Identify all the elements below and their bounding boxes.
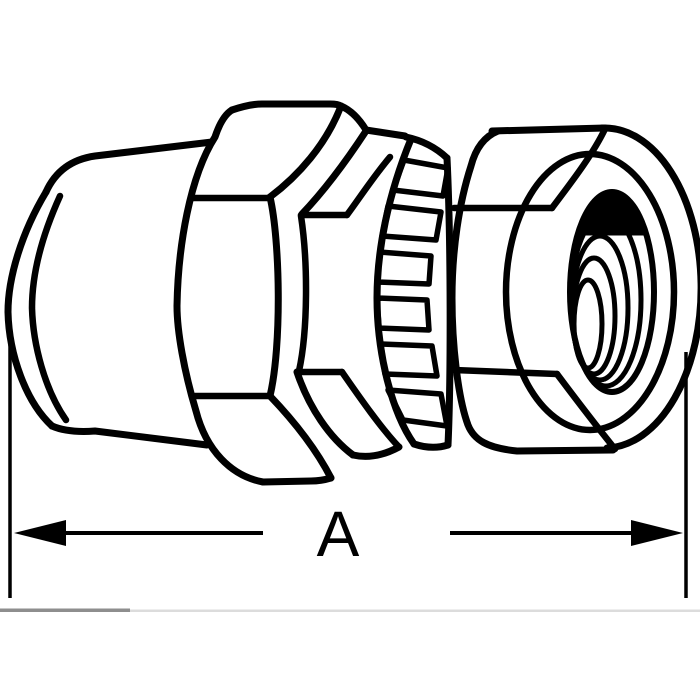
dimension-label: A — [317, 498, 360, 570]
horizontal-scrollbar — [0, 608, 700, 613]
large-hex-corner-to-small-hex — [337, 102, 370, 134]
bore-shadow-crescent — [576, 191, 648, 236]
compression-nut — [448, 124, 700, 455]
cap-fill — [8, 142, 212, 445]
ring-outer-arc — [373, 135, 418, 448]
small-hex-top-left-edge — [298, 127, 370, 218]
dimension-annotation: A — [8, 345, 688, 598]
cap-inner-arc — [28, 192, 70, 424]
ring-bottom-edge — [410, 440, 452, 451]
ring-top-edge — [402, 133, 451, 162]
nut-bottom-right-edge — [553, 370, 619, 453]
cap-bottom-slope — [48, 422, 211, 449]
ring-tooth — [374, 249, 434, 287]
arrowhead-left — [14, 520, 66, 546]
collet-cap — [4, 138, 216, 449]
ring-tooth — [378, 341, 440, 379]
body-hex-small — [282, 104, 413, 460]
small-hex-bottom-edge — [349, 443, 403, 460]
scrollbar-thumb[interactable] — [0, 608, 130, 613]
nut-top-right-edge — [548, 125, 609, 212]
small-hex-bottom-left-edge — [293, 368, 357, 459]
cap-outer-arc — [4, 188, 56, 430]
lock-ring — [373, 133, 454, 451]
cap-top-slope — [42, 138, 216, 196]
large-hex-bottom-right-edge — [266, 392, 335, 482]
scrollbar-track — [0, 609, 700, 612]
ring-tooth — [374, 295, 432, 333]
fitting-drawing — [4, 100, 700, 486]
nut-top-edge — [488, 124, 609, 135]
small-hex-top-edge — [362, 126, 409, 140]
large-hex-top-right-edge — [266, 102, 345, 201]
arrowhead-right — [631, 520, 683, 546]
large-hex-bottom-edge — [259, 474, 335, 486]
body-hex-large — [173, 100, 370, 486]
nut-bottom-facet-line — [450, 366, 561, 378]
small-hex-top-right-edge — [343, 153, 394, 219]
thread-arc — [571, 277, 605, 371]
nut-face-outer-arc — [598, 124, 700, 452]
small-hex-bottom-right-edge — [338, 368, 403, 451]
ring-inner-arc — [443, 154, 454, 449]
large-hex-front-edge — [266, 193, 282, 400]
small-hex-front-edge — [295, 212, 310, 375]
large-hex-left-silhouette — [173, 106, 267, 486]
